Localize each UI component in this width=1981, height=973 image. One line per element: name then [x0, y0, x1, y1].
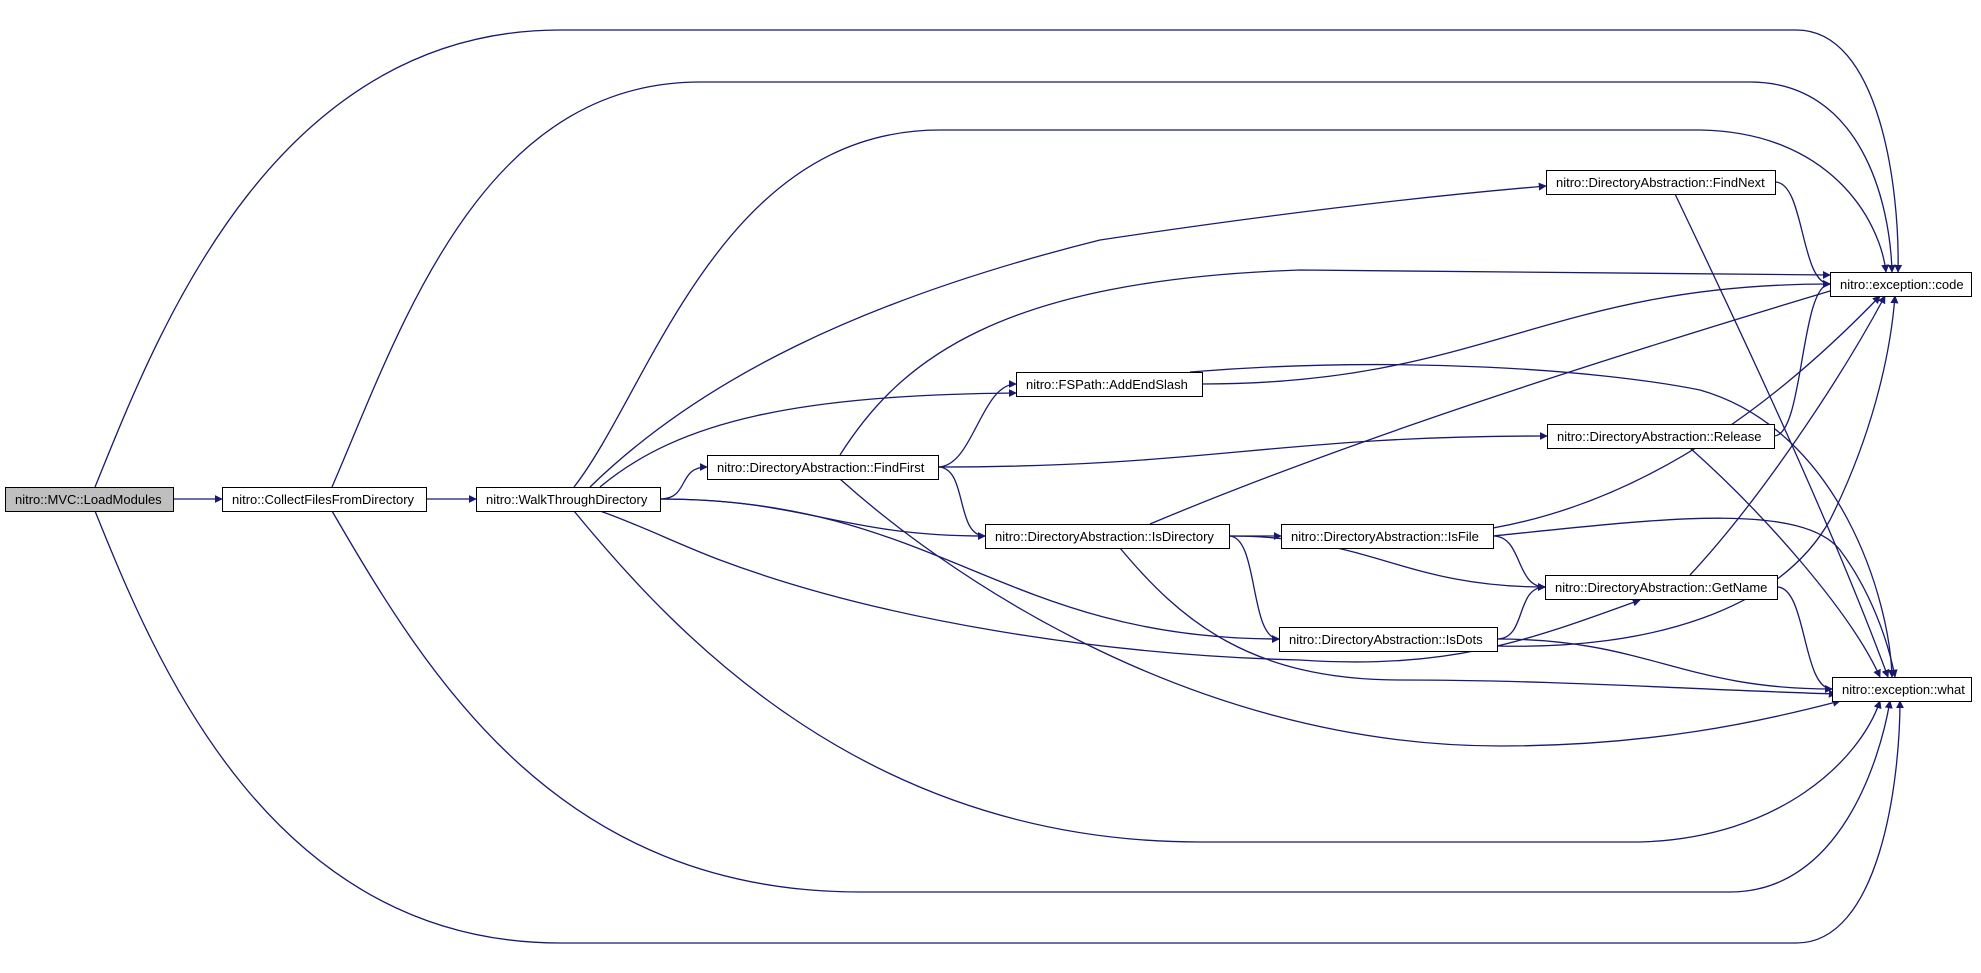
- edge-is-directory-to-exc-what: [1119, 547, 1837, 698]
- edge-is-directory-to-exc-code: [1149, 286, 1841, 525]
- node-label: nitro::DirectoryAbstraction::FindFirst: [717, 460, 925, 475]
- node-box: [5, 487, 174, 512]
- node-label: nitro::CollectFilesFromDirectory: [232, 492, 415, 507]
- node-label: nitro::exception::what: [1842, 682, 1965, 697]
- node-box: [985, 524, 1230, 549]
- node-box: [476, 487, 661, 512]
- node-box: [1830, 272, 1972, 297]
- node-exc-what[interactable]: nitro::exception::what: [1832, 677, 1972, 702]
- edge-find-next-to-exc-code: [1774, 181, 1831, 288]
- node-box: [707, 455, 939, 480]
- node-box: [1281, 524, 1494, 549]
- edge-walk-through-to-add-end-slash: [599, 389, 1017, 488]
- node-box: [1832, 677, 1972, 702]
- edge-walk-through-to-exc-what: [573, 510, 1882, 843]
- edge-walk-through-to-is-dots: [659, 498, 1280, 643]
- edge-walk-through-to-find-next: [589, 182, 1547, 488]
- node-is-directory[interactable]: nitro::DirectoryAbstraction::IsDirectory: [985, 524, 1230, 549]
- edge-is-dots-to-exc-what: [1496, 638, 1833, 693]
- edges-layer: [94, 29, 1904, 944]
- node-load-modules[interactable]: nitro::MVC::LoadModules: [5, 487, 174, 512]
- edge-is-directory-to-get-name: [1228, 535, 1546, 591]
- edge-walk-through-to-exc-code: [573, 129, 1890, 488]
- edge-find-first-to-add-end-slash: [937, 380, 1017, 468]
- node-is-dots[interactable]: nitro::DirectoryAbstraction::IsDots: [1279, 627, 1498, 652]
- node-label: nitro::exception::code: [1840, 277, 1964, 292]
- node-box: [1016, 372, 1203, 397]
- node-find-next[interactable]: nitro::DirectoryAbstraction::FindNext: [1546, 170, 1776, 195]
- node-box: [1547, 424, 1775, 449]
- node-label: nitro::FSPath::AddEndSlash: [1026, 377, 1188, 392]
- edge-is-file-to-exc-code: [1492, 295, 1881, 529]
- node-label: nitro::DirectoryAbstraction::FindNext: [1556, 175, 1765, 190]
- node-is-file[interactable]: nitro::DirectoryAbstraction::IsFile: [1281, 524, 1494, 549]
- edge-find-first-to-exc-what: [839, 478, 1841, 747]
- node-walk-through[interactable]: nitro::WalkThroughDirectory: [476, 487, 661, 512]
- node-box: [1279, 627, 1498, 652]
- node-label: nitro::MVC::LoadModules: [15, 492, 162, 507]
- node-label: nitro::DirectoryAbstraction::IsDirectory: [995, 529, 1214, 544]
- edge-find-first-to-exc-code: [839, 269, 1831, 456]
- edge-get-name-to-exc-code: [1689, 295, 1886, 576]
- edge-find-first-to-release: [937, 432, 1548, 468]
- node-box: [1546, 170, 1776, 195]
- node-add-end-slash[interactable]: nitro::FSPath::AddEndSlash: [1016, 372, 1203, 397]
- edge-get-name-to-exc-what: [1776, 586, 1833, 693]
- edge-load-modules-to-exc-code: [94, 29, 1903, 488]
- edge-find-first-to-is-directory: [937, 466, 986, 540]
- edge-find-next-to-exc-what: [1674, 193, 1890, 678]
- edge-is-file-to-get-name: [1492, 535, 1546, 591]
- edge-load-modules-to-exc-what: [94, 510, 1904, 944]
- edge-walk-through-to-find-first: [659, 463, 708, 500]
- node-label: nitro::WalkThroughDirectory: [486, 492, 648, 507]
- nodes-layer: nitro::MVC::LoadModules nitro::CollectFil…: [5, 170, 1972, 702]
- edge-add-end-slash-to-exc-code: [1201, 280, 1831, 385]
- node-find-first[interactable]: nitro::DirectoryAbstraction::FindFirst: [707, 455, 939, 480]
- node-label: nitro::DirectoryAbstraction::IsDots: [1289, 632, 1483, 647]
- edge-add-end-slash-to-exc-what: [1189, 363, 1896, 678]
- edge-is-directory-to-is-dots: [1228, 535, 1280, 643]
- node-label: nitro::DirectoryAbstraction::Release: [1557, 429, 1761, 444]
- edge-collect-files-to-exc-code: [331, 81, 1896, 488]
- edge-release-to-exc-what: [1689, 447, 1881, 678]
- node-box: [222, 487, 427, 512]
- edge-is-file-to-exc-what: [1492, 517, 1898, 678]
- node-label: nitro::DirectoryAbstraction::GetName: [1555, 580, 1767, 595]
- edge-release-to-exc-code: [1773, 280, 1831, 437]
- edge-collect-files-to-exc-what: [331, 510, 1893, 893]
- edge-is-dots-to-get-name: [1496, 583, 1546, 640]
- node-box: [1545, 575, 1778, 600]
- node-get-name[interactable]: nitro::DirectoryAbstraction::GetName: [1545, 575, 1778, 600]
- node-release[interactable]: nitro::DirectoryAbstraction::Release: [1547, 424, 1775, 449]
- node-exc-code[interactable]: nitro::exception::code: [1830, 272, 1972, 297]
- edge-is-dots-to-exc-code: [1496, 295, 1899, 647]
- node-label: nitro::DirectoryAbstraction::IsFile: [1291, 529, 1479, 544]
- node-collect-files[interactable]: nitro::CollectFilesFromDirectory: [222, 487, 427, 512]
